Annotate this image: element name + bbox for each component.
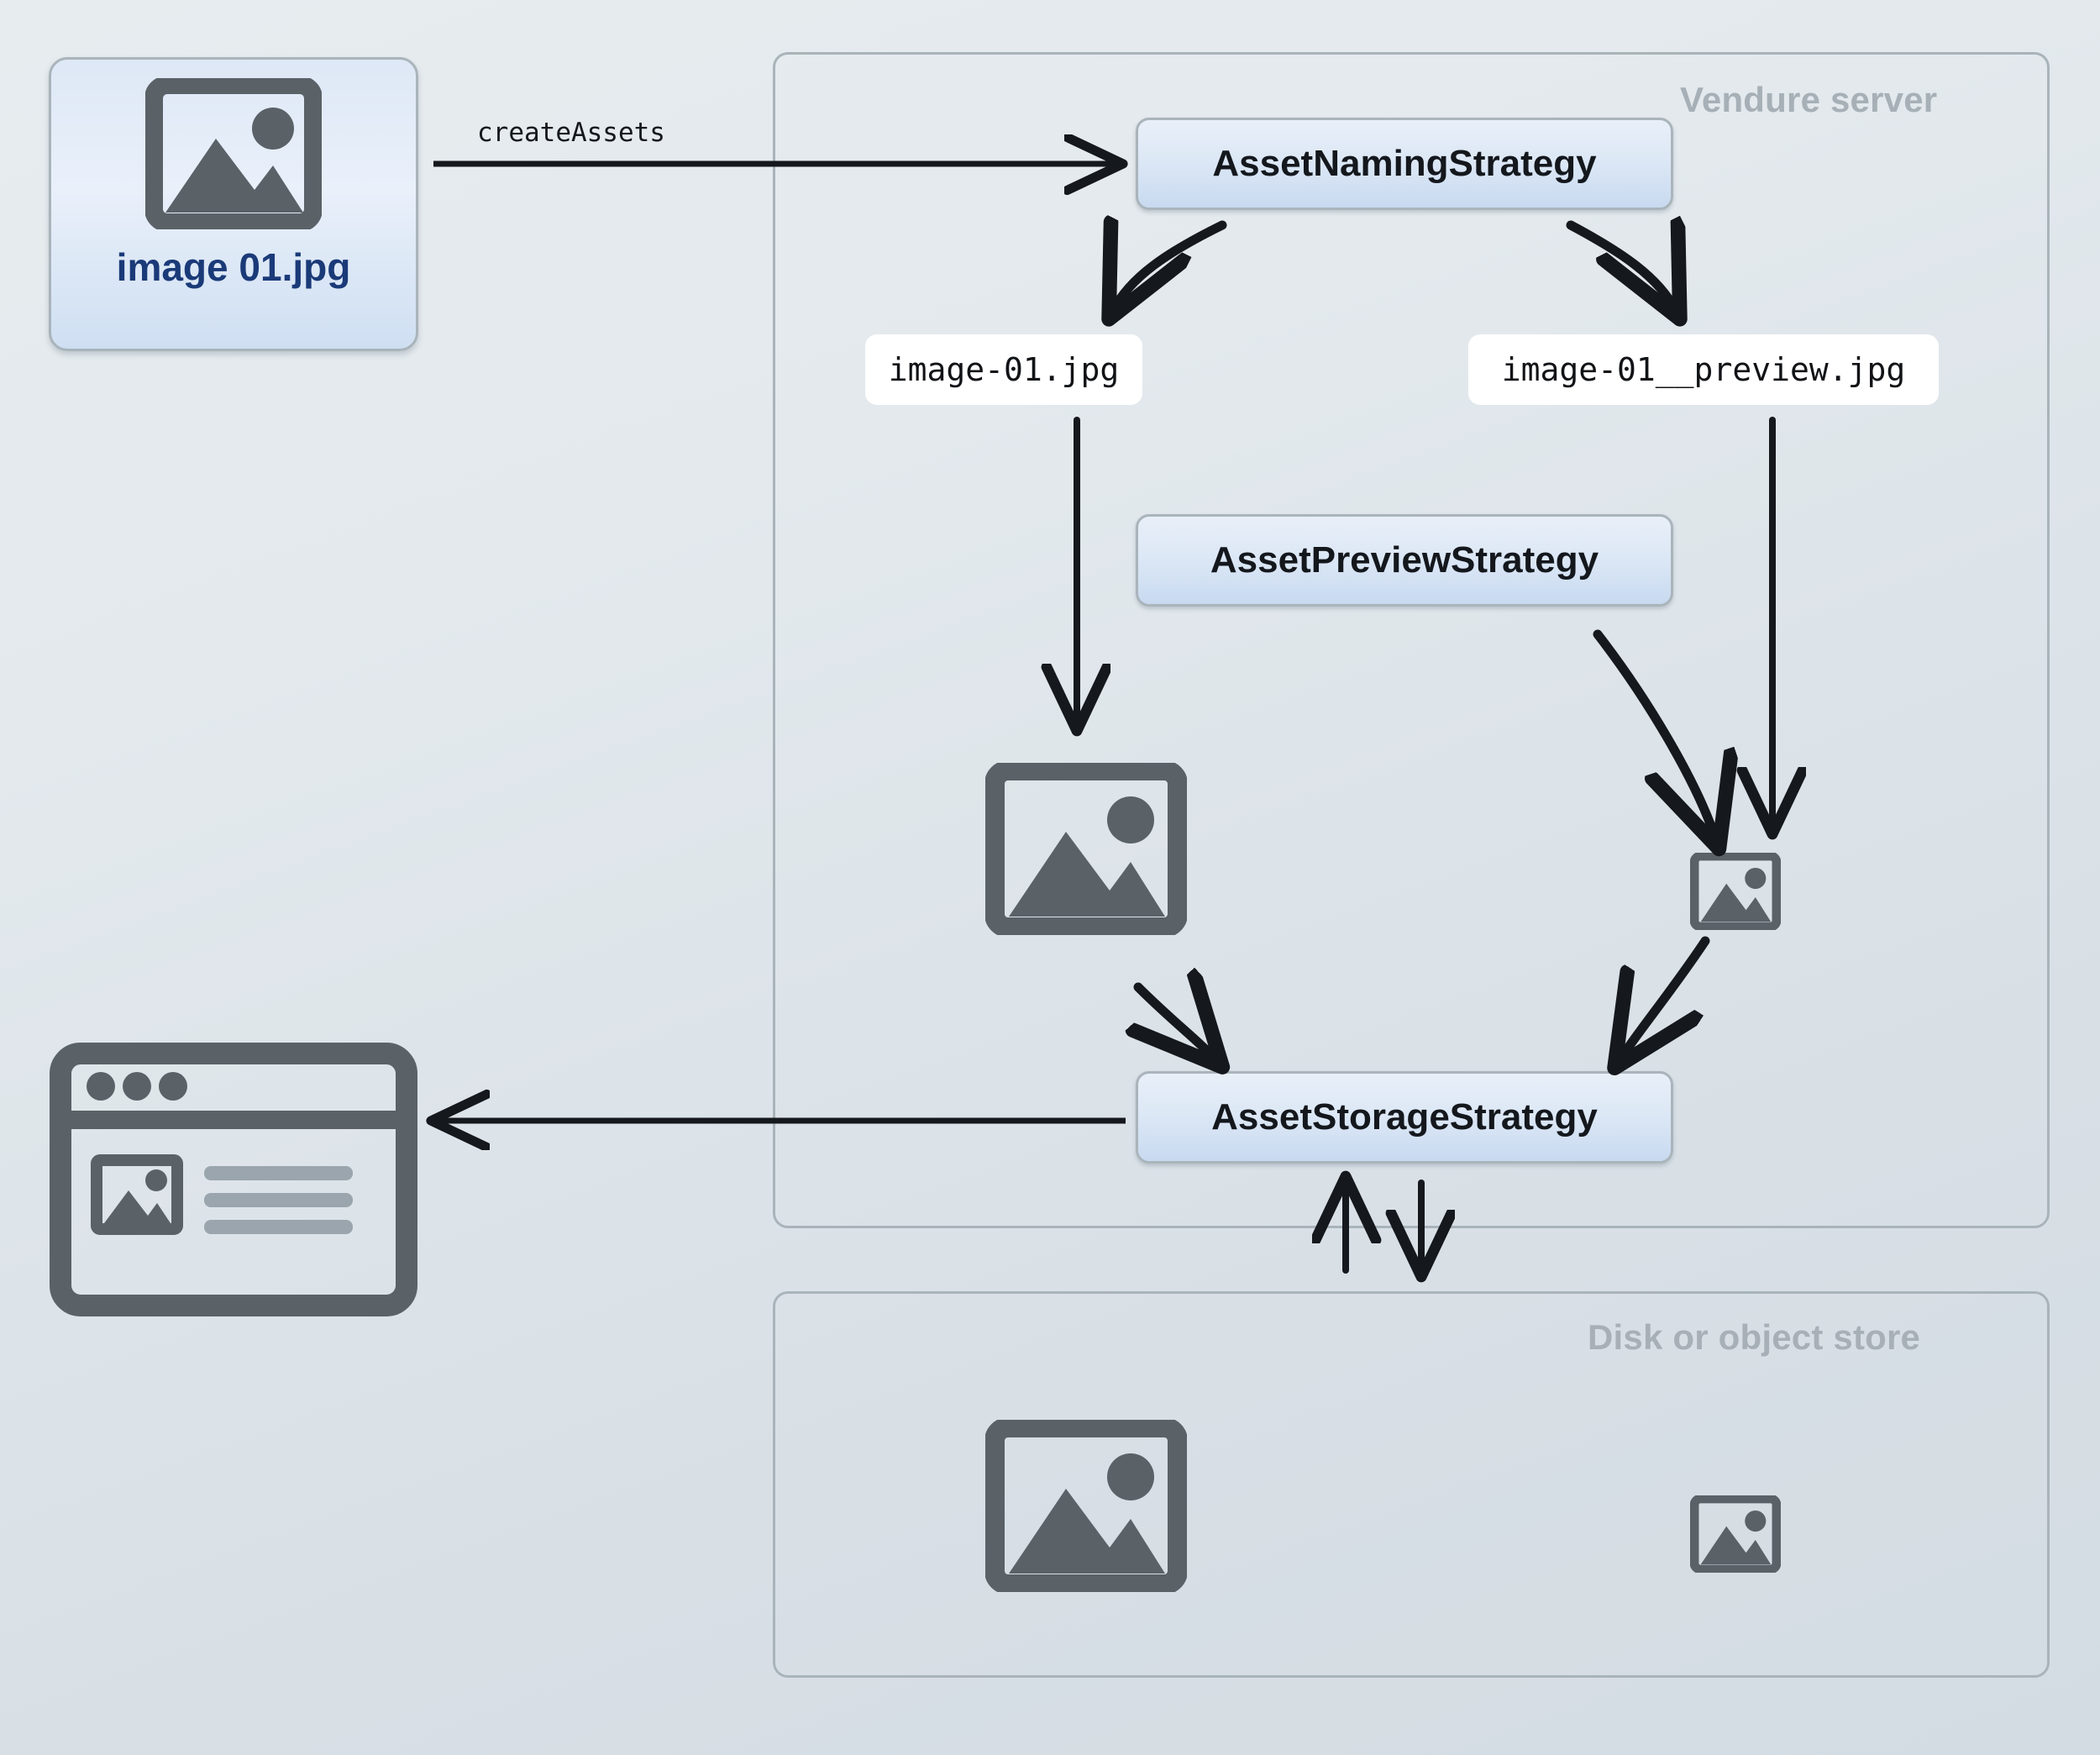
group-label-vendure-server: Vendure server — [1680, 80, 1938, 119]
group-label-disk-or-object-store: Disk or object store — [1588, 1317, 1921, 1357]
store-preview-image-icon — [1689, 1494, 1782, 1577]
group-vendure-server — [773, 52, 2050, 1228]
source-image-icon — [145, 78, 322, 229]
source-asset-card[interactable]: image 01.jpg — [49, 57, 418, 351]
create-assets-edge-label: createAssets — [477, 118, 665, 148]
preview-filename-chip: image-01__preview.jpg — [1468, 334, 1939, 405]
store-original-image-icon — [984, 1417, 1188, 1596]
group-disk-or-object-store — [773, 1291, 2050, 1678]
source-asset-label: image 01.jpg — [116, 245, 351, 289]
server-original-image-icon — [984, 760, 1188, 939]
asset-naming-strategy-label: AssetNamingStrategy — [1212, 143, 1597, 184]
asset-storage-strategy-box[interactable]: AssetStorageStrategy — [1136, 1071, 1673, 1164]
asset-naming-strategy-box[interactable]: AssetNamingStrategy — [1136, 118, 1673, 210]
asset-preview-strategy-box[interactable]: AssetPreviewStrategy — [1136, 514, 1673, 607]
browser-window-icon — [49, 1042, 418, 1322]
original-filename-label: image-01.jpg — [888, 351, 1120, 388]
original-filename-chip: image-01.jpg — [865, 334, 1142, 405]
asset-preview-strategy-label: AssetPreviewStrategy — [1210, 539, 1599, 581]
asset-storage-strategy-label: AssetStorageStrategy — [1211, 1096, 1598, 1138]
preview-filename-label: image-01__preview.jpg — [1501, 351, 1906, 388]
server-preview-image-icon — [1689, 851, 1782, 934]
